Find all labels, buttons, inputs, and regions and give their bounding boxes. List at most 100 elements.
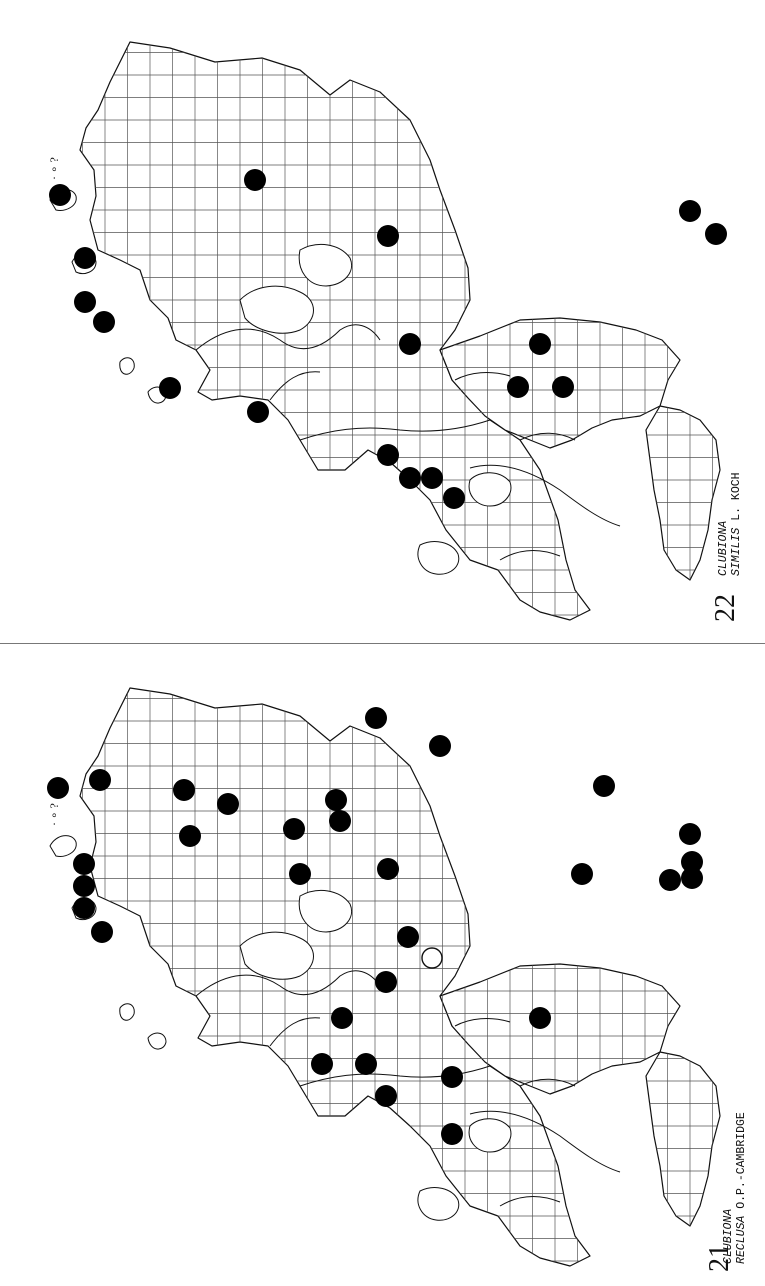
record-dot-filled [529, 333, 551, 355]
genus-name-22: CLUBIONA [717, 520, 730, 576]
rivers-22 [195, 243, 621, 575]
record-dot-filled [377, 225, 399, 247]
record-dot-filled [705, 223, 727, 245]
islet-marks-label: · ∘ ? [47, 803, 61, 826]
record-dot-filled [375, 971, 397, 993]
river-line [269, 371, 321, 401]
species-caption-22: CLUBIONA SIMILIS L. KOCH [717, 472, 743, 576]
species-author-22: L. KOCH [730, 472, 744, 521]
record-dot-filled [74, 247, 96, 269]
record-dot-filled [399, 333, 421, 355]
record-dot-filled [73, 875, 95, 897]
islands-21: · ∘ ? [47, 803, 167, 1050]
lake-outline [298, 243, 352, 287]
record-dot-filled [397, 926, 419, 948]
river-line [469, 1110, 621, 1173]
record-dot-filled [49, 184, 71, 206]
record-dot-filled [365, 707, 387, 729]
river-line [195, 324, 381, 351]
record-dot-filled [552, 376, 574, 398]
record-dot-filled [529, 1007, 551, 1029]
islet-outline [49, 835, 77, 857]
record-dot-filled [377, 444, 399, 466]
lake-outline [298, 889, 352, 933]
coastline-22 [79, 41, 721, 621]
record-dot-filled [399, 467, 421, 489]
islet-outline [119, 1003, 135, 1021]
record-dot-filled [289, 863, 311, 885]
record-dot-filled [571, 863, 593, 885]
river-line [519, 432, 576, 441]
river-line [454, 372, 511, 381]
record-dot-filled [179, 825, 201, 847]
lake-outline [417, 1187, 460, 1221]
river-line [195, 970, 381, 997]
land-outline-21-2 [645, 1051, 721, 1227]
river-line [269, 1017, 321, 1047]
record-dot-filled [443, 487, 465, 509]
lake-outline [468, 472, 512, 507]
lake-outline [239, 931, 314, 980]
record-dot-filled [681, 851, 703, 873]
record-dot-filled [244, 169, 266, 191]
panel-divider [0, 643, 765, 644]
record-dot-filled [507, 376, 529, 398]
record-dot-filled [355, 1053, 377, 1075]
map-panel-21: · ∘ ? 21 CLUBIONA RECLUSA O.P.-CAMBRIDGE [0, 646, 765, 1286]
record-dot-filled [89, 769, 111, 791]
river-line [454, 1018, 511, 1027]
record-dot-filled [93, 311, 115, 333]
record-dot-filled [441, 1066, 463, 1088]
record-dot-filled [74, 291, 96, 313]
river-line [469, 464, 621, 527]
lake-outline [417, 541, 460, 575]
record-dot-filled [421, 467, 443, 489]
record-dot-filled [217, 793, 239, 815]
lake-outline [239, 285, 314, 334]
record-dot-filled [329, 810, 351, 832]
record-dot-filled [377, 858, 399, 880]
species-caption-21: CLUBIONA RECLUSA O.P.-CAMBRIDGE [722, 1112, 748, 1264]
islet-outline [119, 357, 135, 375]
record-dot-filled [681, 867, 703, 889]
record-dot-filled [73, 897, 95, 919]
distribution-map-22: · ∘ ? [47, 41, 727, 621]
lake-outline [468, 1118, 512, 1153]
record-dot-filled [283, 818, 305, 840]
record-dot-filled [325, 789, 347, 811]
record-dot-filled [429, 735, 451, 757]
islet-marks-label: · ∘ ? [47, 157, 61, 180]
distribution-map-21: · ∘ ? [47, 687, 721, 1267]
record-dot-filled [331, 1007, 353, 1029]
record-dots-22 [49, 169, 727, 509]
record-dot-open [421, 947, 443, 969]
figure-number-22: 22 [710, 594, 741, 622]
islet-outline [147, 1032, 167, 1050]
genus-name-21: CLUBIONA [722, 1208, 735, 1264]
record-dot-filled [73, 853, 95, 875]
record-dot-filled [679, 823, 701, 845]
coastline-21 [79, 687, 721, 1267]
record-dot-filled [679, 200, 701, 222]
record-dot-filled [247, 401, 269, 423]
river-line [299, 419, 491, 441]
land-outline-22-0 [79, 41, 591, 621]
record-dot-filled [47, 777, 69, 799]
land-outline-22-2 [645, 405, 721, 581]
river-line [519, 1078, 576, 1087]
river-line [499, 549, 561, 561]
record-dot-filled [659, 869, 681, 891]
record-dot-filled [375, 1085, 397, 1107]
record-dot-filled [441, 1123, 463, 1145]
map-panel-22: · ∘ ? 22 CLUBIONA SIMILIS L. KOCH [0, 0, 765, 640]
land-outline-21-0 [79, 687, 591, 1267]
land-outline-21-1 [439, 963, 681, 1095]
record-dot-filled [593, 775, 615, 797]
record-dots-21 [47, 707, 703, 1145]
record-dot-filled [91, 921, 113, 943]
river-line [499, 1195, 561, 1207]
species-author-21: O.P.-CAMBRIDGE [735, 1112, 749, 1209]
record-dot-filled [173, 779, 195, 801]
species-name-21: RECLUSA [735, 1215, 749, 1264]
